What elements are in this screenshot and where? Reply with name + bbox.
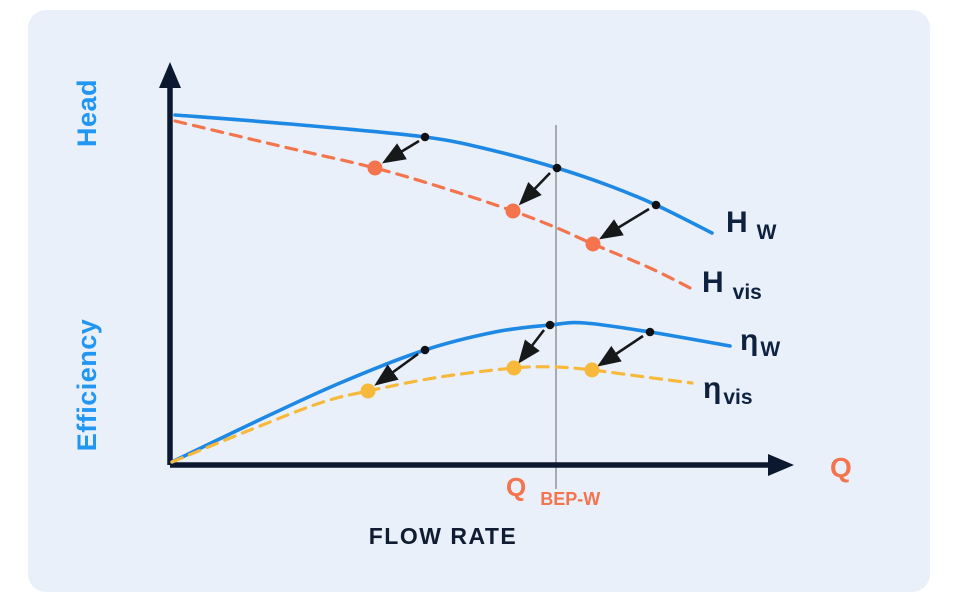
water-dot-6 [645, 327, 655, 337]
water-dot-5 [545, 320, 555, 330]
correction-arrow-4 [374, 352, 419, 386]
q-bep-label: Q BEP-W [506, 472, 600, 509]
q-bep-symbol: Q [506, 472, 526, 502]
head-viscous-symbol: H [702, 266, 724, 299]
head-axis-label: Head [72, 79, 102, 147]
head-water-symbol: H [726, 206, 748, 239]
efficiency-water-symbol: η [740, 324, 758, 357]
efficiency-viscous-subscript: vis [723, 386, 752, 409]
flow-rate-axis-label: FLOW RATE [369, 523, 518, 549]
correction-arrow-2 [518, 172, 551, 206]
water-dot-1 [420, 132, 430, 142]
head-water-subscript: W [757, 221, 777, 244]
curves-group [170, 113, 732, 464]
water-dot-4 [420, 345, 430, 355]
viscous-head-dot-3 [585, 236, 601, 252]
x-axis-arrowhead [768, 454, 794, 476]
curve-efficiency-water [170, 320, 732, 464]
q-axis-label: Q [830, 452, 852, 483]
q-bep-subscript: BEP-W [540, 489, 600, 509]
curve-head-water [173, 113, 714, 235]
correction-arrow-3 [599, 207, 650, 240]
head-viscous-subscript: vis [733, 281, 762, 304]
efficiency-axis-label: Efficiency [72, 319, 102, 452]
water-dot-2 [552, 163, 562, 173]
arrows-group [374, 139, 650, 386]
water-dot-3 [651, 200, 661, 210]
viscous-eff-dot-2 [506, 360, 522, 376]
curve-head-viscous [173, 119, 698, 293]
efficiency-water-subscript: W [760, 338, 780, 361]
viscous-head-dot-2 [505, 203, 521, 219]
chart-panel [28, 10, 930, 592]
viscous-eff-dot-1 [360, 383, 376, 399]
viscous-eff-dot-3 [584, 362, 600, 378]
y-axis-arrowhead [159, 62, 181, 88]
viscous-head-dot-1 [367, 160, 383, 176]
efficiency-water-curve-label: ηW [740, 324, 780, 361]
correction-arrow-5 [518, 329, 546, 364]
axes-group [159, 62, 794, 476]
efficiency-viscous-symbol: η [703, 372, 721, 405]
curve-efficiency-viscous [170, 365, 694, 464]
correction-arrow-1 [381, 139, 420, 164]
correction-arrow-6 [597, 334, 644, 367]
efficiency-viscous-curve-label: ηvis [703, 372, 753, 409]
dots-group [360, 132, 661, 399]
